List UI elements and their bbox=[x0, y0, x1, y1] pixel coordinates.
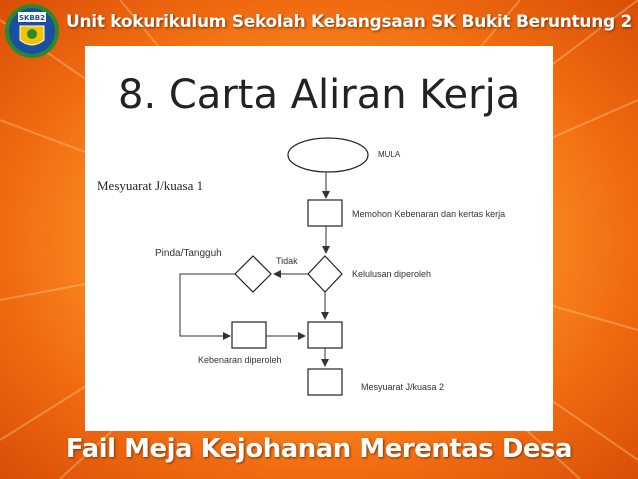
resubmit-box bbox=[231, 321, 267, 349]
label-box-empty bbox=[352, 322, 452, 356]
label-box-mula bbox=[368, 143, 420, 165]
loop-line bbox=[179, 273, 235, 340]
header-title: Unit kokurikulum Sekolah Kebangsaan SK B… bbox=[66, 12, 633, 32]
label-box-amend bbox=[140, 232, 260, 272]
logo-text: SKBB2 bbox=[19, 14, 45, 22]
label-box-meeting1 bbox=[90, 172, 278, 214]
meeting2-box bbox=[307, 368, 343, 396]
meeting2-label: Mesyuarat J/kuasa 2 bbox=[361, 382, 445, 392]
no-label: Tidak bbox=[276, 256, 298, 266]
footer-title: Fail Meja Kejohanan Merentas Desa bbox=[65, 434, 573, 464]
permission-label: Kebenaran diperoleh bbox=[198, 355, 282, 365]
amend-decision bbox=[234, 255, 272, 293]
slide-title: 8. Carta Aliran Kerja bbox=[118, 72, 521, 118]
amend-label: Pinda/Tangguh bbox=[155, 248, 222, 259]
request-label: Memohon Kebenaran dan kertas kerja bbox=[352, 209, 506, 219]
approval-label: Kelulusan diperoleh bbox=[352, 269, 432, 279]
approval-decision bbox=[307, 255, 343, 293]
meeting1-label: Mesyuarat J/kuasa 1 bbox=[97, 178, 204, 193]
request-box bbox=[307, 199, 343, 227]
start-oval bbox=[287, 137, 369, 173]
label-box-request bbox=[346, 200, 526, 230]
permission-box bbox=[307, 321, 343, 349]
school-logo: SKBB2 bbox=[5, 4, 59, 58]
start-label: MULA bbox=[378, 150, 401, 159]
label-box-approval bbox=[346, 262, 532, 302]
label-box-meeting2 bbox=[352, 374, 500, 414]
